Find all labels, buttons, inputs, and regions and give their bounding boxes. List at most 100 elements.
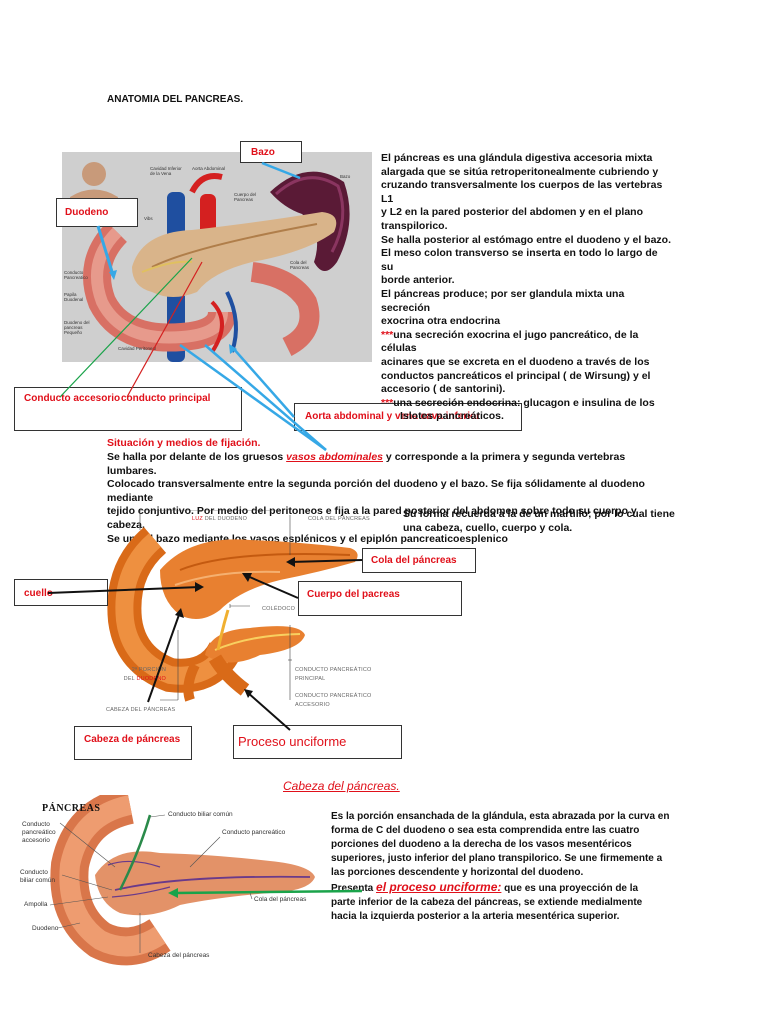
forma-line: una cabeza, cuello, cuerpo y cola. (403, 521, 573, 534)
pancreas-ducts-illustration (49, 786, 315, 966)
principal-pointer-line (126, 261, 203, 398)
fig1-label-conducto: Conducto Pancreatico (64, 270, 88, 280)
intro-line: cruzando transversalmente los cuerpos de… (381, 179, 663, 205)
anatomy-figure-3: PÁNCREAS Conducto biliar común Conducto … (20, 786, 320, 970)
aorta-label: Aorta abdominal y vena cava inferior (305, 411, 481, 422)
bazo-label-box: Bazo (240, 141, 302, 163)
pancreas-parts-illustration (107, 509, 358, 702)
bazo-pointer-arrow (261, 161, 301, 180)
intro-line: Islotes pancreáticos. (400, 410, 504, 423)
fig3-label-cola: Cola del páncreas (254, 896, 307, 903)
cabeza-line: Es la porción ensanchada de la glándula,… (331, 811, 670, 822)
fig1-label-duodeno: Duodeno del pancreas Pequeño (64, 320, 90, 335)
forma-line: Su forma recuerda a la de un martillo; p… (403, 508, 675, 520)
fig1-label-cavidad-peritoneal: Cavidad Peritoneal (118, 346, 157, 351)
intro-line: y L2 en la pared posterior del abdomen y… (381, 206, 643, 219)
cabeza-line: porciones del duodeno a la derecha de lo… (331, 839, 632, 850)
fig2-label-cabeza: CABEZA DEL PÁNCREAS (106, 707, 176, 713)
vasos-pointer-arrow-1 (204, 344, 327, 451)
fig3-label-duodeno: Duodeno (32, 925, 59, 932)
duodeno-label-box: Duodeno (56, 198, 138, 227)
unciforme-green-arrow (168, 888, 363, 898)
exocrine-line: ***una secreción exocrina el jugo pancre… (381, 328, 639, 355)
cabeza-label: Cabeza de páncreas (84, 734, 181, 745)
stars-marker: *** (381, 396, 394, 409)
vasos-abdominales-link: vasos abdominales (286, 451, 384, 463)
cabeza-line: forma de C del duodeno o sea esta compre… (331, 825, 640, 836)
page-title: ANATOMIA DEL PANCREAS. (107, 94, 244, 105)
intro-line: El meso colon transverso se inserta en t… (381, 247, 658, 273)
stars-marker: *** (381, 328, 394, 341)
fig1-label-cuerpo: Cuerpo del Pancreas (234, 192, 257, 202)
unciforme-label: Proceso unciforme (238, 734, 347, 749)
cabeza-heading: Cabeza del páncreas. (283, 779, 400, 793)
vasos-pointer-arrow-2 (179, 343, 327, 452)
fig3-label-biliar-comun: Conducto biliar común (168, 811, 233, 818)
situacion-line: Colocado transversalmente entre la segun… (107, 478, 645, 504)
fig1-label-vibs: Vibs (144, 216, 153, 221)
fig3-label-pancreatico: Conducto pancreático (222, 829, 286, 836)
fig3-label-accesorio: Conducto pancreático accesorio (22, 821, 56, 844)
presenta-line: Presenta el proceso unciforme: que es un… (331, 880, 639, 894)
duodeno-label: Duodeno (65, 207, 109, 218)
bazo-label: Bazo (251, 147, 275, 158)
cabeza-line: parte inferior de la cabeza del páncreas… (331, 897, 643, 908)
fig1-label-papila: Papila Duodenal (64, 292, 84, 302)
intro-paragraph: El páncreas es una glándula digestiva ac… (381, 152, 671, 424)
cabeza-line: hacia la izquierda posterior a la arteri… (331, 911, 620, 922)
cabeza-paragraph: Es la porción ensanchada de la glándula,… (331, 810, 671, 924)
fig2-label-coledoco: COLÉDOCO (262, 606, 296, 612)
unciforme-pointer-arrow (246, 691, 291, 731)
conducto-principal-label: conducto principal (121, 393, 211, 404)
situacion-paragraph: Se halla por delante de los gruesos vaso… (107, 451, 667, 546)
fig1-label-cola: Cola del Pancreas (290, 260, 310, 270)
proceso-unciforme-link: el proceso unciforme: (376, 880, 502, 894)
fig3-title: PÁNCREAS (42, 803, 101, 814)
anatomy-figure-1: Cavidad Inferior de la Vena Aorta Abdomi… (62, 152, 372, 362)
unciforme-label-box: Proceso unciforme (233, 725, 402, 759)
fig1-label-cavidad: Cavidad Inferior de la Vena (150, 166, 182, 176)
fig2-label-luz: LUZ DEL DUODENO (192, 516, 248, 522)
intro-line: conductos pancreáticos el principal ( de… (381, 369, 651, 382)
cola-label-box: Cola del páncreas (362, 548, 476, 573)
endocrine-line: ***una secreción endocrina: glucagon e i… (381, 396, 655, 409)
cabeza-label-box: Cabeza de páncreas (74, 726, 192, 760)
cuello-pointer-arrow (47, 586, 201, 594)
cola-pointer-arrow (289, 559, 363, 563)
accesorio-pointer-line (59, 257, 193, 398)
intro-line: alargada que se sitúa retroperitonealmen… (381, 165, 659, 178)
situacion-line: Se halla por delante de los gruesos vaso… (107, 451, 626, 477)
situacion-heading: Situación y medios de fijación. (107, 437, 261, 449)
cuerpo-pointer-arrow (244, 574, 299, 599)
intro-line: borde anterior. (381, 274, 455, 287)
cola-label: Cola del páncreas (371, 555, 457, 566)
figure2-arrows (47, 557, 363, 731)
conducto-accesorio-label: Conducto accesorio (24, 393, 121, 404)
intro-line: El páncreas es una glándula digestiva ac… (381, 152, 653, 164)
cuello-label: cuello (24, 588, 53, 599)
fig2-label-cola: COLA DEL PÁNCREAS (308, 516, 370, 522)
fig1-label-bazo: Bazo (340, 174, 351, 179)
fig3-label-biliar: Conducto biliar común (20, 869, 56, 884)
aorta-pointer-arrow (232, 347, 295, 418)
intro-line: El páncreas produce; por ser glandula mi… (381, 287, 625, 314)
forma-paragraph: Su forma recuerda a la de un martillo; p… (403, 508, 683, 535)
intro-line: Se halla posterior al estómago entre el … (381, 233, 671, 246)
situacion-line: tejido conjuntivo. Por medio del periton… (107, 505, 637, 531)
cabeza-pointer-arrow (147, 611, 181, 703)
intro-line: accesorio ( de santorini). (381, 383, 506, 396)
anatomy-figure-2: LUZ DEL DUODENO COLA DEL PÁNCREAS COLÉDO… (100, 509, 400, 720)
intro-line: exocrina otra endocrina (381, 315, 501, 328)
intro-line: transpilorico. (381, 219, 448, 232)
cabeza-line: las porciones descendente y horizontal d… (331, 867, 584, 878)
cuerpo-label: Cuerpo del pacreas (307, 589, 400, 600)
cabeza-line: superiores, justo inferior del plano tra… (331, 853, 663, 864)
intro-line: acinares que se excreta en el duodeno a … (381, 355, 650, 368)
situacion-line: Se une al bazo mediante los vasos esplén… (107, 532, 508, 545)
cuerpo-label-box: Cuerpo del pacreas (298, 581, 462, 616)
duodeno-pointer-arrow (96, 225, 115, 276)
aorta-label-box: Aorta abdominal y vena cava inferior (294, 403, 522, 431)
